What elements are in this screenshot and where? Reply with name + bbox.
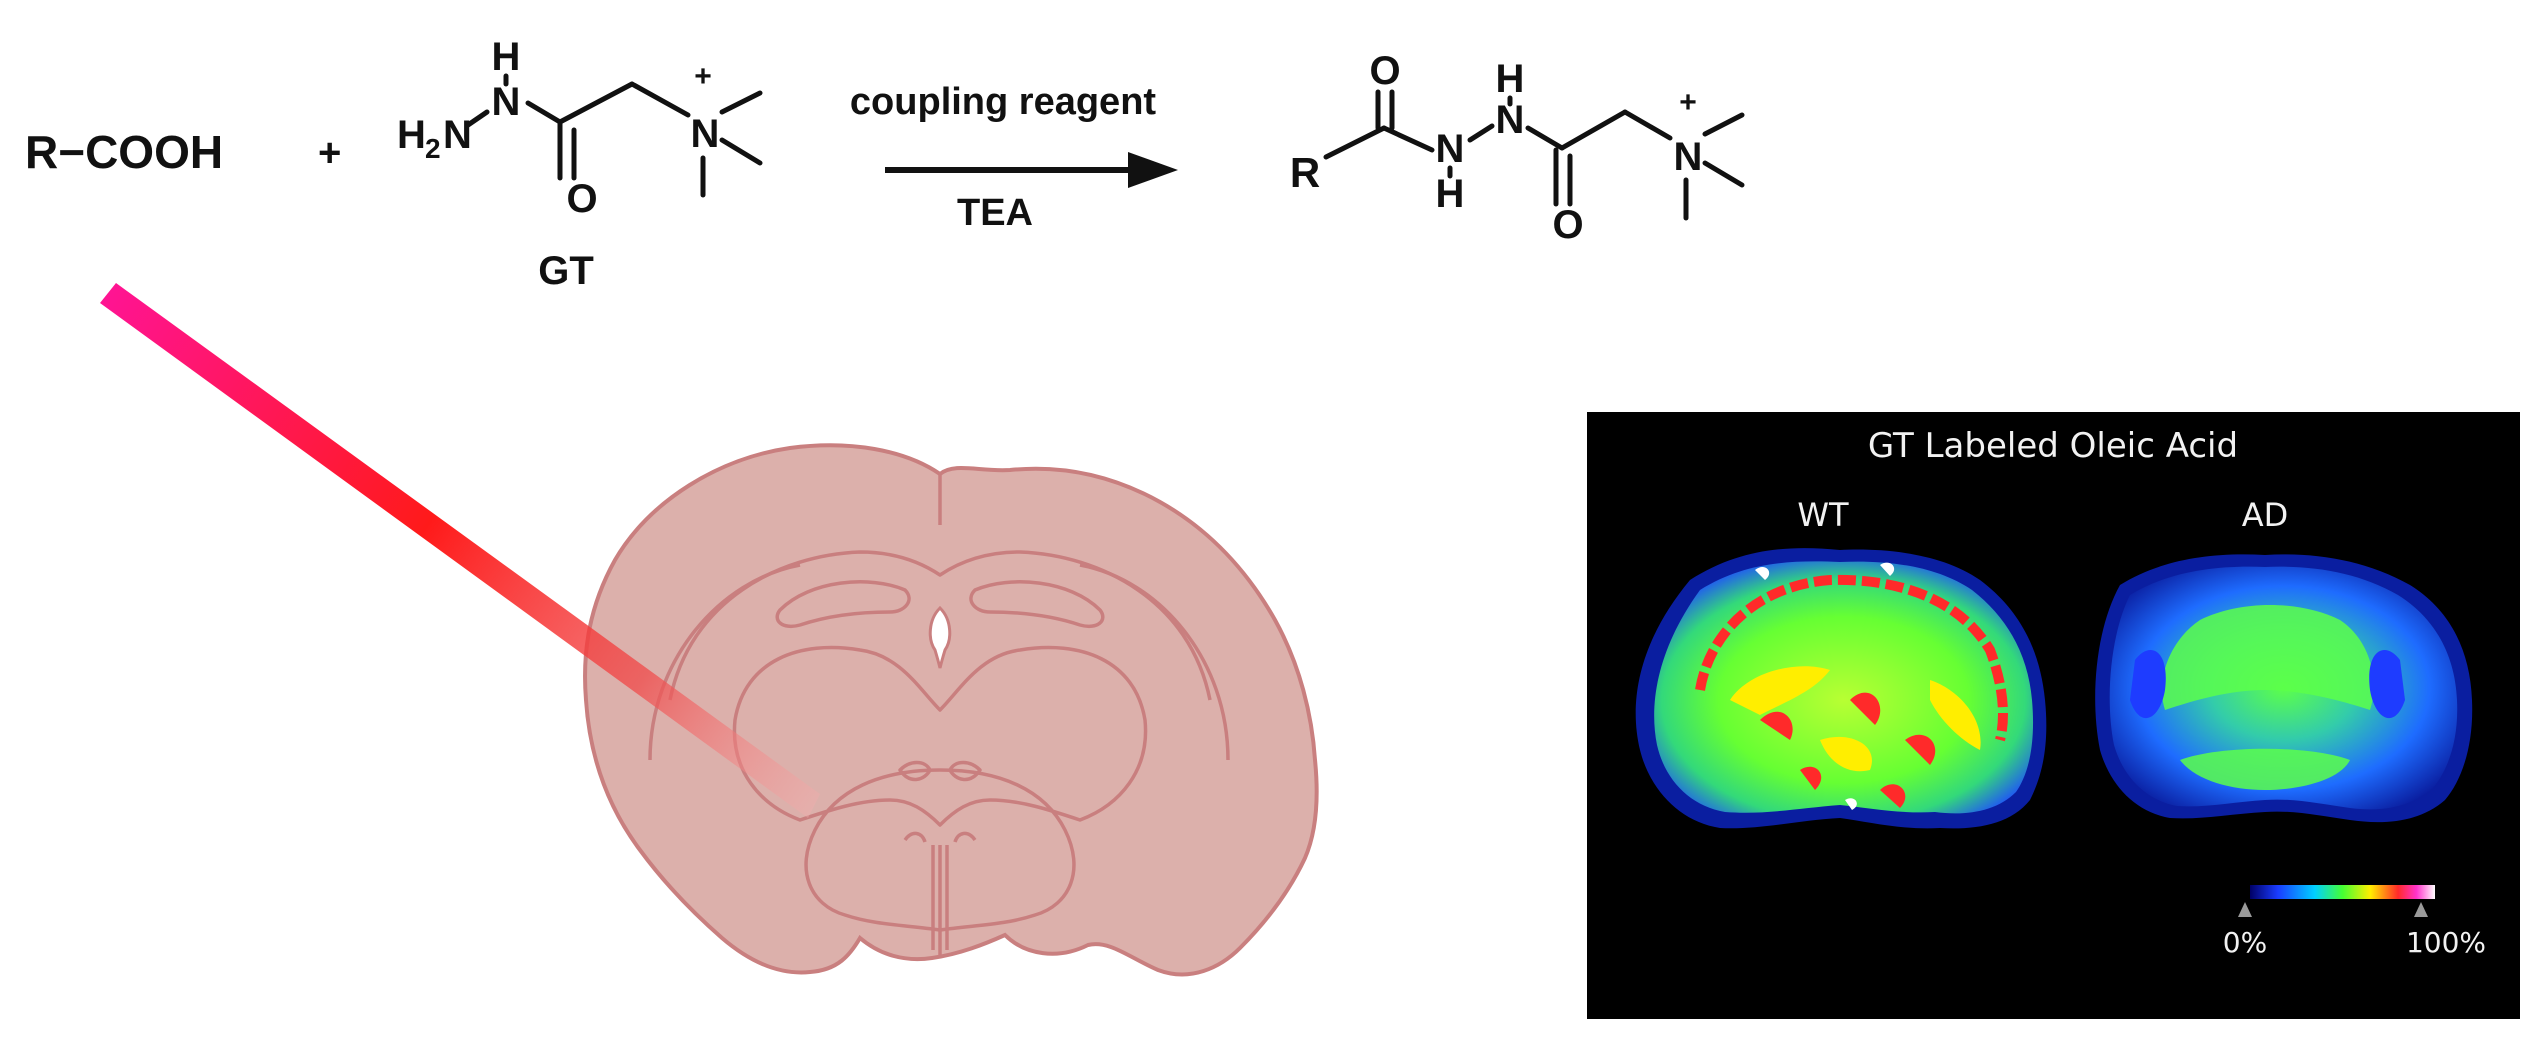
- gt-charge: +: [694, 60, 712, 93]
- bond-n2-c: [1525, 125, 1565, 151]
- bond-c-n1: [1381, 125, 1435, 153]
- gt-label: GT: [538, 249, 594, 293]
- gt-atom-n2: N: [443, 113, 472, 157]
- gt-atom-subscript: 2: [425, 133, 441, 164]
- gt-atom-h2: H: [397, 113, 426, 157]
- ad-low-regions: [2130, 650, 2405, 719]
- small-structures: [898, 760, 982, 843]
- product-charge: +: [1679, 86, 1697, 119]
- scale-min-marker: [2238, 902, 2252, 917]
- bond-ch2-n: [629, 81, 691, 118]
- scale-min-label: 0%: [2223, 926, 2267, 959]
- plus-sign: +: [318, 131, 341, 175]
- wt-high-intensity-rim: [1695, 574, 2008, 742]
- msi-image-panel: GT Labeled Oleic Acid WT AD 0% 100%: [1587, 412, 2520, 1019]
- hippocampus-outline: [732, 645, 1148, 827]
- gt-atom-o: O: [566, 177, 597, 221]
- product-atom-h1: H: [1436, 172, 1465, 216]
- product-atom-n1: N: [1436, 127, 1465, 171]
- msi-label-wt: WT: [1797, 496, 1849, 534]
- bond-methyl-2: [719, 137, 763, 166]
- product-structure: R O N H H N O N +: [1290, 49, 1745, 247]
- gt-atom-nplus: N: [691, 112, 720, 156]
- gt-atom-n1: N: [492, 80, 521, 124]
- wt-ion-image: [1635, 548, 2047, 829]
- product-atom-o2: O: [1552, 203, 1583, 247]
- condition-coupling-reagent: coupling reagent: [850, 81, 1156, 123]
- bond-nn: [1467, 123, 1495, 143]
- product-atom-h2: H: [1496, 57, 1525, 101]
- third-ventricle: [928, 605, 952, 669]
- reaction-arrow-head: [1128, 152, 1178, 188]
- ad-ion-image: [2095, 554, 2473, 823]
- msi-label-ad: AD: [2242, 496, 2289, 534]
- condition-tea: TEA: [957, 192, 1033, 234]
- bond-nn: [465, 109, 490, 128]
- msi-title: GT Labeled Oleic Acid: [1868, 426, 2238, 466]
- lateral-ventricle-right: [969, 580, 1105, 628]
- bond-p-methyl-2: [1702, 160, 1745, 188]
- bond-ch2-n: [1622, 109, 1673, 141]
- brain-coronal-section: [583, 443, 1319, 977]
- reactant-carboxylic-acid: R−COOH: [25, 126, 223, 178]
- lateral-ventricle-left: [775, 580, 911, 628]
- wt-section-tissue: [1654, 561, 2034, 814]
- gt-reagent-structure: H N H 2 N O N +: [397, 35, 763, 221]
- cortex-inner-line: [648, 563, 1230, 761]
- product-atom-nplus: N: [1674, 135, 1703, 179]
- product-atom-o1: O: [1369, 49, 1400, 93]
- bond-n-c: [525, 100, 563, 125]
- scale-max-label: 100%: [2406, 926, 2486, 959]
- bond-p-methyl-1: [1702, 112, 1745, 137]
- laser-beam: [100, 283, 820, 818]
- bond-methyl-1: [719, 90, 763, 115]
- gt-atom-h: H: [492, 35, 521, 79]
- reaction-scheme: R−COOH + H N H 2 N O N + GT coupling rea…: [25, 35, 1745, 293]
- wt-yellow-regions: [1730, 666, 1981, 772]
- intensity-scale-bar: [2250, 885, 2435, 899]
- bond-c-ch2: [557, 81, 635, 125]
- product-atom-r: R: [1290, 149, 1320, 196]
- ad-green-regions: [2161, 605, 2374, 790]
- bond-c-ch2: [1559, 109, 1628, 151]
- scale-max-marker: [2414, 902, 2428, 917]
- bond-r-c: [1323, 125, 1387, 160]
- inner-midline: [931, 845, 949, 955]
